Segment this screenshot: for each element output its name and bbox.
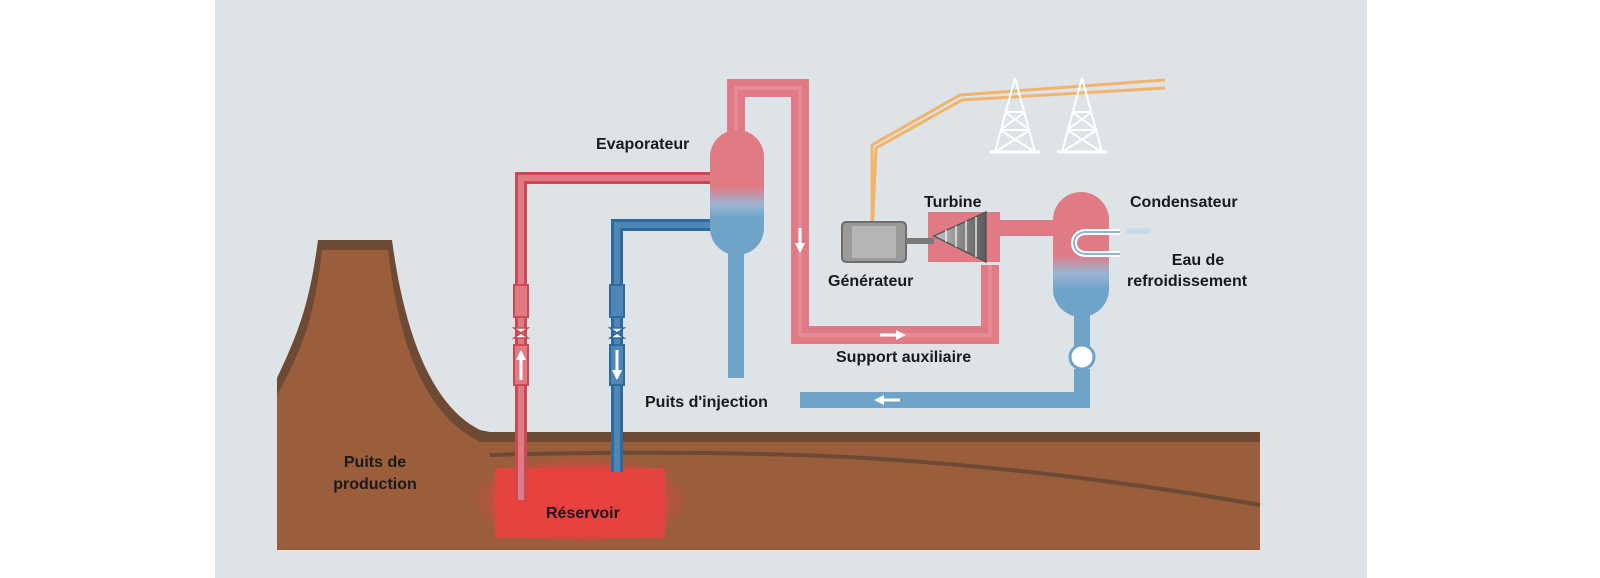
turbine <box>932 210 987 264</box>
production-pipe <box>511 172 734 500</box>
cooling-water-label-line1: Eau de <box>1171 252 1225 269</box>
evaporator-label: Evaporateur <box>596 136 690 153</box>
reservoir-label: Réservoir <box>546 505 620 522</box>
production-well-label-line1: Puits de <box>343 454 407 471</box>
turbine-label: Turbine <box>924 194 982 211</box>
production-well-label-line2: production <box>333 476 417 493</box>
power-line <box>870 78 1166 237</box>
generator <box>841 221 934 263</box>
cooling-water-label-line2: refroidissement <box>1127 273 1248 290</box>
evaporator <box>710 130 764 255</box>
reinjection-pipe <box>607 219 735 472</box>
injection-stub <box>728 250 744 378</box>
condenser-label: Condensateur <box>1130 194 1238 211</box>
cooling-coil <box>1071 228 1150 257</box>
injection-well-label: Puits d'injection <box>645 394 768 411</box>
auxiliary-support-label: Support auxiliaire <box>836 349 972 366</box>
pylon-icon <box>990 77 1107 154</box>
working-fluid-loop <box>727 79 999 344</box>
generator-label: Générateur <box>828 273 914 290</box>
